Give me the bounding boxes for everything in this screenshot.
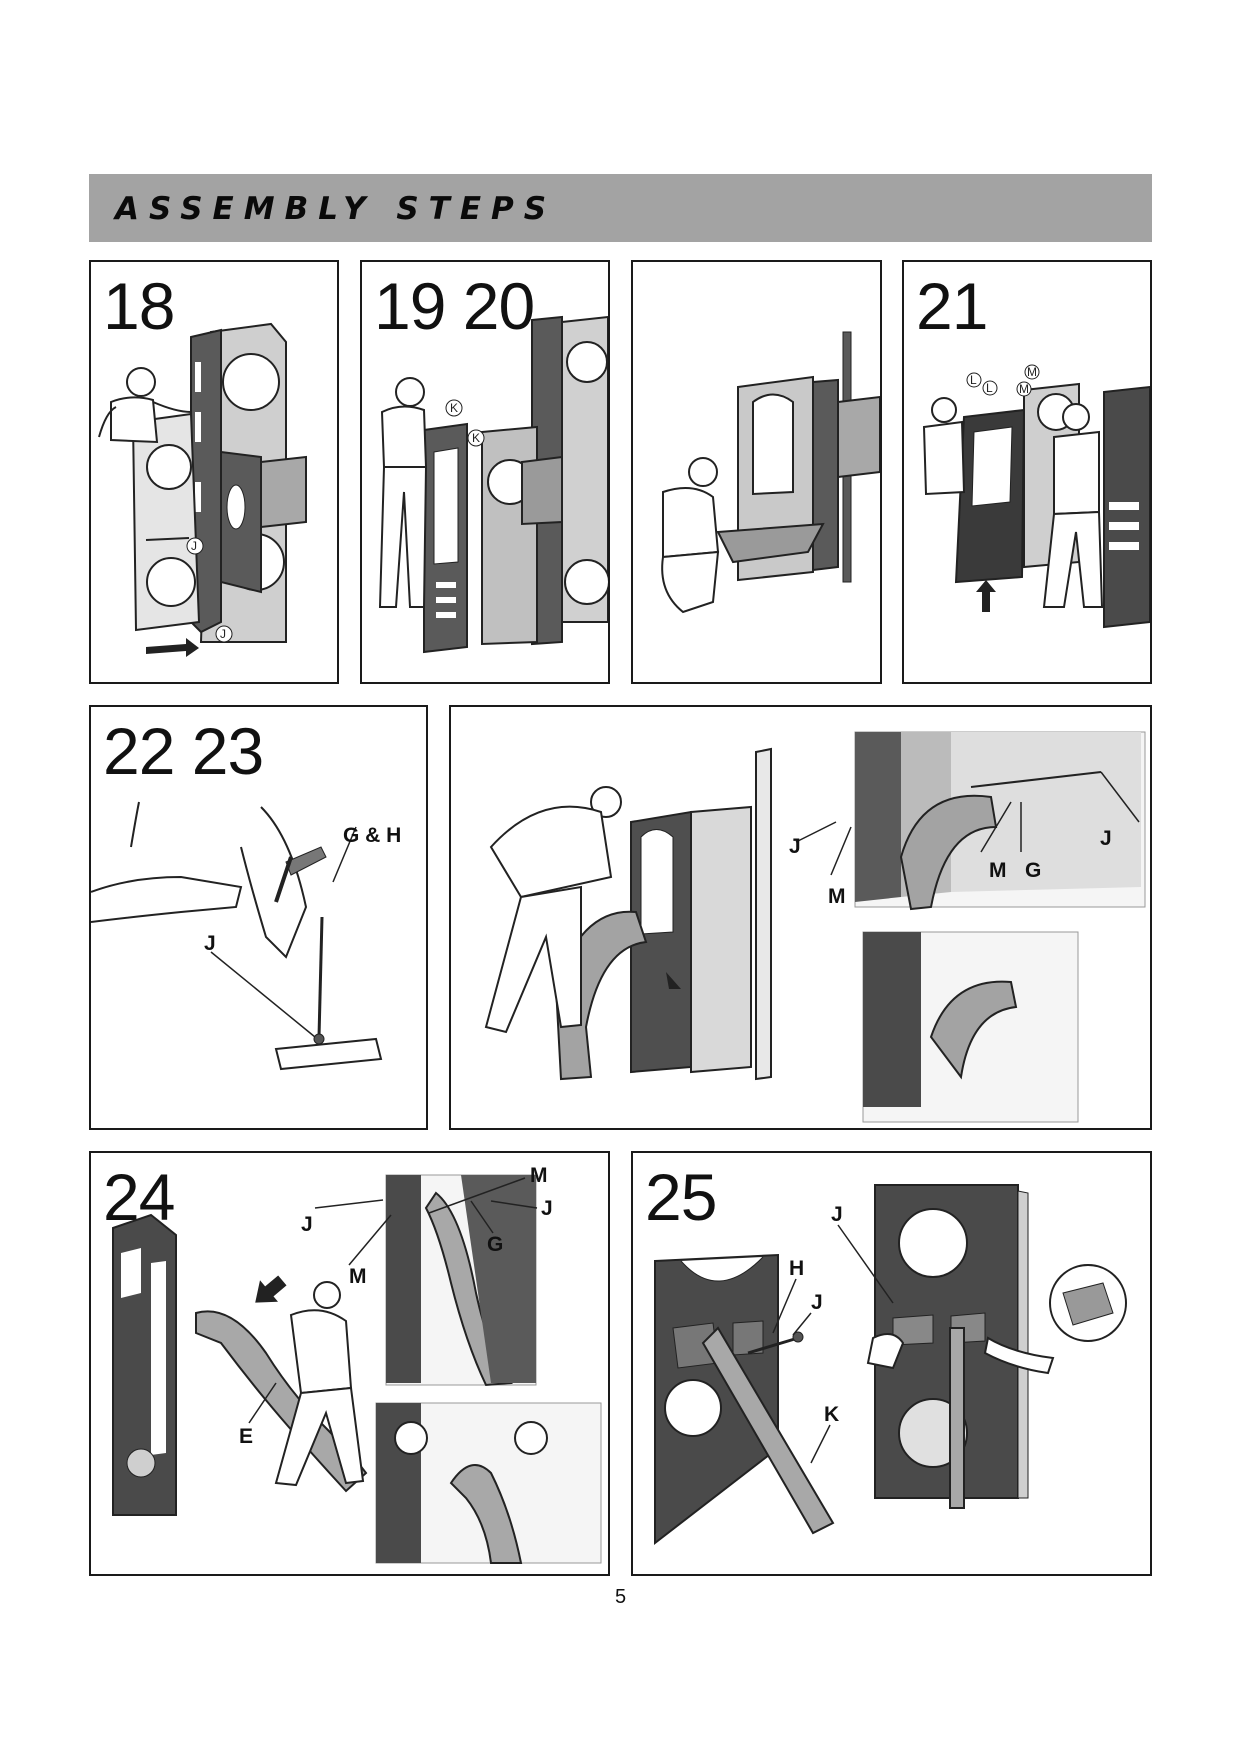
step-24-part-j-2: J [541, 1197, 553, 1220]
step-23b-illustration: J J M G M [484, 731, 1146, 1123]
step-20b-panel [631, 260, 882, 684]
step-24-part-g: G [487, 1233, 503, 1256]
section-title: ASSEMBLY STEPS [115, 191, 557, 227]
arrow-down-right-icon [666, 972, 681, 989]
step-23b-panel: J J M G M [449, 705, 1152, 1130]
arrow-right-icon [146, 638, 199, 657]
step-21-part-m-2: M [1019, 382, 1029, 396]
step-19-20-part-k-1: K [450, 401, 458, 415]
step-22-23-part-j: J [204, 932, 216, 955]
step-22-23-panel: 22 23 G & H J [89, 705, 428, 1130]
step-23b-part-m-2: M [828, 885, 846, 908]
step-24-part-e: E [239, 1425, 253, 1448]
step-23b-part-m-1: M [989, 859, 1007, 882]
step-24-part-j-1: J [301, 1213, 313, 1236]
step-25-number: 25 [645, 1160, 717, 1234]
step-20b-illustration [661, 331, 880, 614]
step-25-part-h: H [789, 1257, 804, 1280]
step-19-20-panel: 19 20 K K [360, 260, 610, 684]
step-18-part-j-1: J [191, 539, 197, 553]
step-24-illustration: M J J G M E [112, 1164, 602, 1564]
step-23b-part-j-2: J [1100, 827, 1112, 850]
step-18-panel: 18 J J [89, 260, 339, 684]
step-21-part-l-2: L [986, 381, 993, 395]
step-22-23-illustration: G & H J [91, 801, 401, 1071]
step-19-20-number: 19 20 [374, 269, 535, 343]
step-23b-part-j-1: J [789, 835, 801, 858]
arrow-up-icon [976, 580, 996, 612]
step-25-illustration: J H J K [654, 1184, 1127, 1546]
step-25-part-j-2: J [811, 1291, 823, 1314]
step-19-20-illustration: K K [378, 315, 608, 654]
step-21-illustration: L L M M [922, 364, 1150, 629]
step-22-23-number: 22 23 [103, 714, 264, 788]
step-18-number: 18 [103, 269, 175, 343]
step-23b-part-g: G [1025, 859, 1041, 882]
section-header: ASSEMBLY STEPS [89, 174, 1152, 242]
step-25-panel: 25 J H J K [631, 1151, 1152, 1576]
step-22-23-part-g-h: G & H [343, 824, 401, 847]
step-21-panel: 21 L L M M [902, 260, 1152, 684]
step-18-illustration: J J [98, 322, 307, 657]
arrow-down-left-icon [255, 1275, 287, 1303]
page-number: 5 [614, 1586, 627, 1608]
step-21-number: 21 [916, 269, 988, 343]
step-19-20-part-k-2: K [472, 431, 480, 445]
step-24-part-m-1: M [530, 1164, 548, 1187]
step-21-part-m-1: M [1027, 365, 1037, 379]
step-25-part-k: K [824, 1403, 839, 1426]
step-25-part-j-1: J [831, 1203, 843, 1226]
step-24-panel: 24 M J J G M E [89, 1151, 610, 1576]
step-21-part-l-1: L [970, 373, 977, 387]
step-18-part-j-2: J [220, 627, 226, 641]
step-24-part-m-2: M [349, 1265, 367, 1288]
